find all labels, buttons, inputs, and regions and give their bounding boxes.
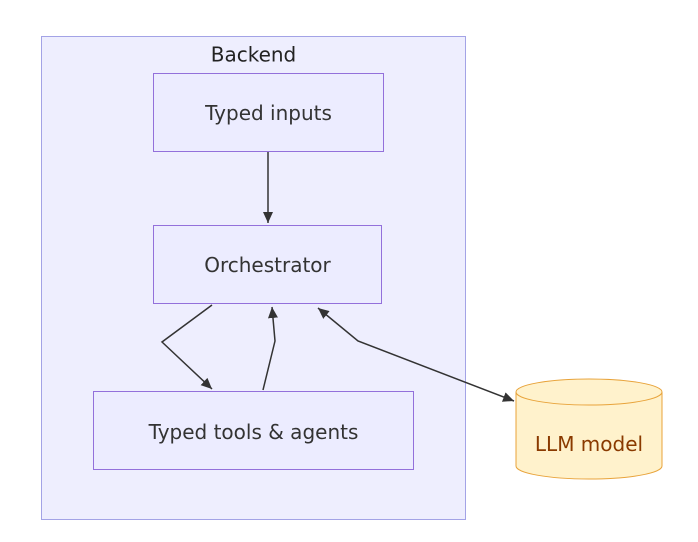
node-typed-tools-label: Typed tools & agents bbox=[148, 420, 359, 444]
database-top-rim bbox=[515, 391, 663, 406]
edge-orchestrator-llm-model bbox=[317, 307, 515, 402]
node-typed-tools-box bbox=[93, 391, 414, 470]
node-typed-inputs-label: Typed inputs bbox=[204, 101, 332, 125]
backend-cluster-label: Backend bbox=[211, 43, 297, 67]
edges bbox=[160, 152, 515, 402]
node-llm-model-label: LLM model bbox=[535, 432, 643, 456]
node-orchestrator-box bbox=[153, 225, 382, 304]
node-llm-model: LLM model bbox=[515, 378, 663, 480]
edge-orchestrator-to-typed-tools bbox=[160, 304, 213, 390]
node-typed-inputs: Typed inputs bbox=[153, 73, 384, 152]
node-orchestrator-label: Orchestrator bbox=[204, 253, 331, 277]
database-icon bbox=[515, 378, 663, 480]
node-orchestrator: Orchestrator bbox=[153, 225, 382, 304]
edge-typed-tools-to-orchestrator bbox=[262, 306, 278, 391]
node-typed-tools: Typed tools & agents bbox=[93, 391, 414, 470]
node-typed-inputs-box bbox=[153, 73, 384, 152]
